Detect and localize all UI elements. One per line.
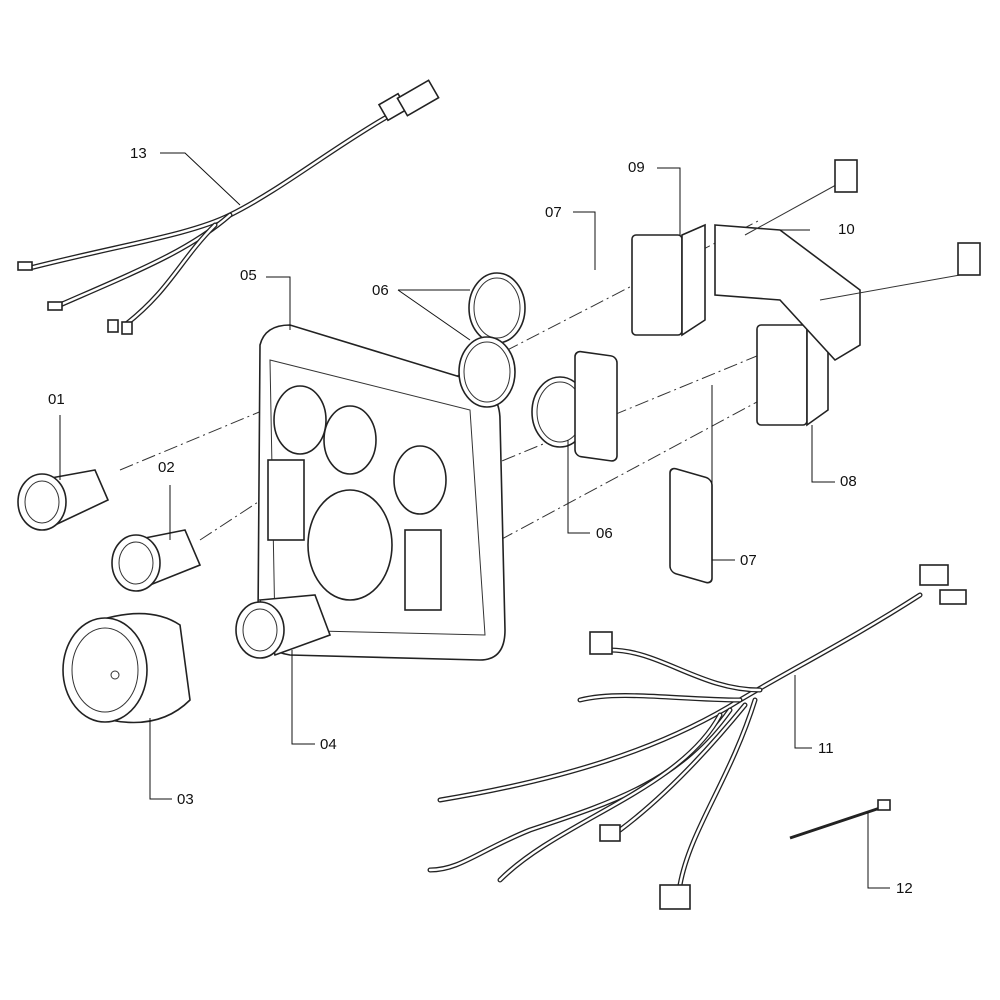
callout-11: 11 (818, 740, 834, 757)
gauge-02 (111, 529, 202, 592)
wire-harness-13 (17, 79, 440, 335)
callout-labels: 13 05 06 07 09 10 01 02 08 06 07 11 04 0… (48, 145, 913, 897)
switch-frames-07 (574, 350, 713, 584)
wire-harness-11 (427, 564, 967, 910)
callout-12: 12 (896, 880, 913, 897)
switch-module-09 (631, 223, 706, 337)
callout-05: 05 (240, 267, 257, 284)
callout-08: 08 (840, 473, 857, 490)
cable-tie-12 (789, 799, 891, 840)
callout-01: 01 (48, 391, 65, 408)
mounting-bracket-10 (714, 159, 981, 362)
callout-07-top: 07 (545, 204, 562, 221)
bezel-rings-06 (458, 272, 589, 448)
callout-10: 10 (838, 221, 855, 238)
callout-09: 09 (628, 159, 645, 176)
gauge-03 (62, 612, 191, 724)
gauge-04 (235, 594, 332, 659)
leader-lines (59, 152, 890, 889)
callout-03: 03 (177, 791, 194, 808)
callout-02: 02 (158, 459, 175, 476)
gauge-01 (17, 469, 110, 531)
callout-07-bottom: 07 (740, 552, 757, 569)
callout-06-top: 06 (372, 282, 389, 299)
callout-06-bottom: 06 (596, 525, 613, 542)
callout-04: 04 (320, 736, 337, 753)
callout-13: 13 (130, 145, 147, 162)
